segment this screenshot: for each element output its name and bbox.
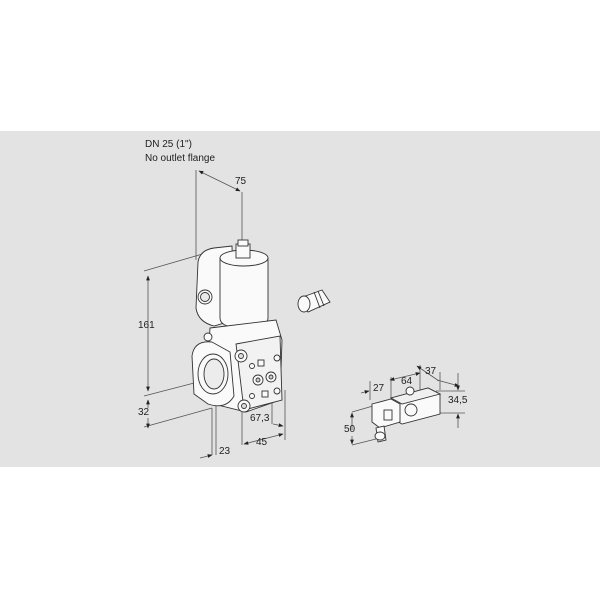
gas-valve-body [191,239,283,413]
cable-gland [297,289,331,313]
flange-note-label: No outlet flange [145,153,216,164]
dim-67-3-label: 67,3 [250,413,270,424]
dim-32-label: 32 [138,407,150,418]
main-valve-dimensions [143,170,286,459]
dim-50-label: 50 [344,424,356,435]
dim-34-5-label: 34,5 [448,395,468,406]
dim-75-label: 75 [235,176,247,187]
dim-23-label: 23 [219,446,231,457]
accessory-module [371,386,442,443]
dim-45-label: 45 [256,437,268,448]
nominal-size-label: DN 25 (1") [145,139,192,150]
dim-64-label: 64 [401,376,413,387]
dim-161-label: 161 [138,320,155,331]
accessory-module-dimensions [350,365,465,446]
dim-37-label: 37 [425,366,437,377]
dim-27-label: 27 [373,383,385,394]
